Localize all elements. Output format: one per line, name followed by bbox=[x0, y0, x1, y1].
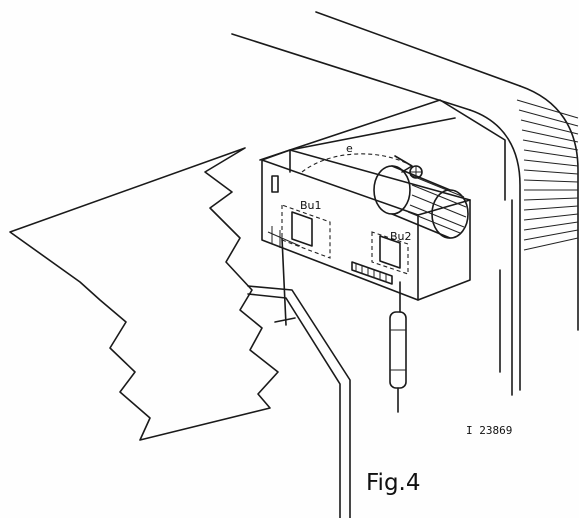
rotation-indicator bbox=[301, 153, 423, 179]
fuse-assembly bbox=[389, 281, 407, 413]
label-bu2: Bu2 bbox=[390, 230, 412, 243]
module-housing bbox=[261, 149, 471, 301]
connector-bu1 bbox=[267, 204, 331, 259]
label-bu1: Bu1 bbox=[300, 199, 322, 212]
chassis-bracket bbox=[247, 237, 351, 518]
label-e: e bbox=[346, 142, 353, 155]
cylinder-component bbox=[373, 165, 469, 239]
cabinet-outline bbox=[231, 11, 579, 396]
reference-number: I 23869 bbox=[466, 424, 512, 437]
cabinet-ribs bbox=[516, 99, 579, 251]
figure-caption: Fig.4 bbox=[366, 470, 421, 496]
connector-bu2 bbox=[351, 231, 409, 285]
cutaway-cover-panel bbox=[9, 147, 279, 441]
module-switch bbox=[271, 175, 279, 193]
cabinet-inner-panel bbox=[259, 99, 506, 201]
